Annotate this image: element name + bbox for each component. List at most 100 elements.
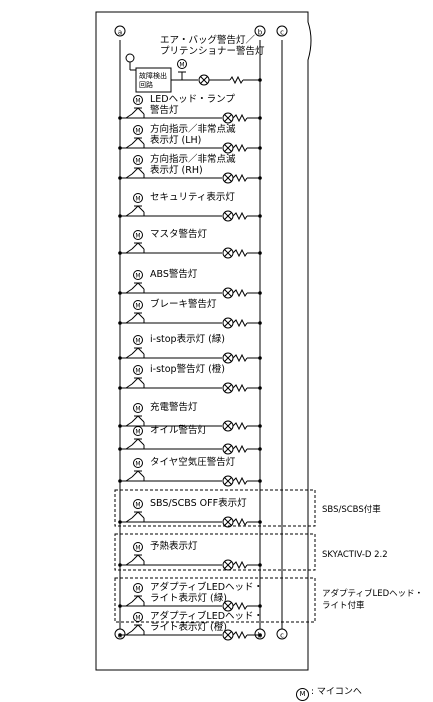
lamp-label: ライト表示灯 (橙) (150, 621, 227, 633)
microcomputer-icon: M (133, 193, 143, 203)
microcomputer-icon: M (133, 335, 143, 345)
svg-text:M: M (135, 545, 140, 552)
lamp-label: i-stop表示灯 (緑) (150, 333, 225, 345)
svg-text:M: M (135, 615, 140, 622)
terminal-b-top: b (254, 25, 266, 37)
lamp-icon (222, 142, 234, 154)
lamp-row: M タイヤ空気圧警告灯 (118, 456, 262, 487)
airbag-label-line2: プリテンショナー警告灯 (160, 45, 265, 57)
lamp-icon (222, 210, 234, 222)
lamp-icon (222, 516, 234, 528)
resistor-icon (232, 560, 248, 570)
lamp-label: 方向指示／非常点滅 (150, 123, 236, 135)
legend-text: : マイコンへ (311, 687, 362, 697)
svg-text:M: M (135, 158, 140, 165)
lamp-icon (222, 475, 234, 487)
lamp-label: 方向指示／非常点滅 (150, 153, 236, 165)
lamp-label: ブレーキ警告灯 (150, 298, 217, 310)
resistor-icon (232, 248, 248, 258)
resistor-icon (232, 113, 248, 123)
lamp-icon (222, 172, 234, 184)
lamp-icon (222, 247, 234, 259)
svg-text:b: b (258, 29, 263, 37)
option-box-skyactiv (114, 533, 316, 571)
lamp-row: M 予熱表示灯 (118, 540, 262, 571)
resistor-icon (232, 630, 248, 640)
svg-text:M: M (179, 62, 184, 69)
microcomputer-icon: M (133, 542, 143, 552)
svg-text:M: M (135, 128, 140, 135)
legend: M: マイコンへ (296, 684, 362, 701)
lamp-label: ライト表示灯 (緑) (150, 592, 227, 604)
airbag-circuit: 故障検出 回路 M (125, 53, 262, 93)
option-box-adaptive (114, 577, 316, 623)
svg-text:a: a (118, 29, 122, 37)
lamp-label: 予熱表示灯 (150, 540, 198, 552)
microcomputer-icon: M (133, 270, 143, 280)
lamp-row: M アダプティブLEDヘッド・ライト表示灯 (緑) (118, 581, 263, 612)
lamp-row: M ブレーキ警告灯 (118, 298, 262, 329)
lamp-label: セキュリティ表示灯 (150, 191, 235, 203)
lamp-label: アダプティブLEDヘッド・ (150, 581, 263, 593)
terminal-c-top: c (276, 25, 288, 37)
microcomputer-icon: M (133, 499, 143, 509)
lamp-icon (222, 287, 234, 299)
microcomputer-icon: M (133, 125, 143, 135)
terminal-c-bottom: c (276, 628, 288, 640)
lamp-icon (222, 382, 234, 394)
lamp-icon (222, 317, 234, 329)
side-label-adaptive-line1: アダプティブLEDヘッド・ (322, 588, 423, 599)
diagram-frame (95, 11, 312, 671)
lamp-label: アダプティブLEDヘッド・ (150, 610, 263, 622)
lamp-row: M アダプティブLEDヘッド・ライト表示灯 (橙) (118, 610, 263, 641)
fault-detect-box (135, 67, 172, 93)
microcomputer-icon: M (133, 583, 143, 593)
svg-text:M: M (135, 502, 140, 509)
resistor-icon (232, 211, 248, 221)
lamp-label: タイヤ空気圧警告灯 (150, 456, 236, 468)
svg-text:M: M (135, 461, 140, 468)
lamp-icon (222, 112, 234, 124)
terminal-a-top: a (114, 25, 126, 37)
microcomputer-icon: M (133, 458, 143, 468)
lamp-row: M セキュリティ表示灯 (118, 191, 262, 222)
svg-text:M: M (135, 368, 140, 375)
svg-text:M: M (135, 303, 140, 310)
resistor-icon (232, 517, 248, 527)
svg-text:M: M (135, 273, 140, 280)
fault-circuit-line2: 回路 (139, 80, 153, 89)
lamp-label: マスタ警告灯 (150, 228, 208, 240)
lamp-label: 充電警告灯 (150, 401, 198, 413)
resistor-icon (232, 173, 248, 183)
resistor-icon (232, 353, 248, 363)
lamp-icon (222, 629, 234, 641)
svg-text:M: M (135, 406, 140, 413)
airbag-label-line1: エア・バッグ警告灯／ (160, 34, 256, 46)
lamp-label: ABS警告灯 (150, 268, 198, 280)
side-label-skyactiv: SKYACTIV-D 2.2 (322, 550, 388, 560)
resistor-icon (232, 444, 248, 454)
option-box-sbs (114, 489, 316, 527)
microcomputer-icon: M (133, 403, 143, 413)
lamp-row: M マスタ警告灯 (118, 228, 262, 259)
lamp-icon (222, 420, 234, 432)
side-label-adaptive-line2: ライト付車 (322, 600, 365, 611)
svg-text:c: c (280, 29, 284, 37)
microcomputer-icon: M (133, 230, 143, 240)
microcomputer-icon: M (133, 155, 143, 165)
lamp-row: M ABS警告灯 (118, 268, 262, 299)
svg-text:M: M (135, 233, 140, 240)
lamp-icon (222, 600, 234, 612)
resistor-icon (232, 383, 248, 393)
lamp-label: LEDヘッド・ランプ (150, 94, 235, 105)
microcomputer-icon: M (296, 688, 309, 701)
microcomputer-icon: M (133, 300, 143, 310)
microcomputer-icon: M (133, 612, 143, 622)
